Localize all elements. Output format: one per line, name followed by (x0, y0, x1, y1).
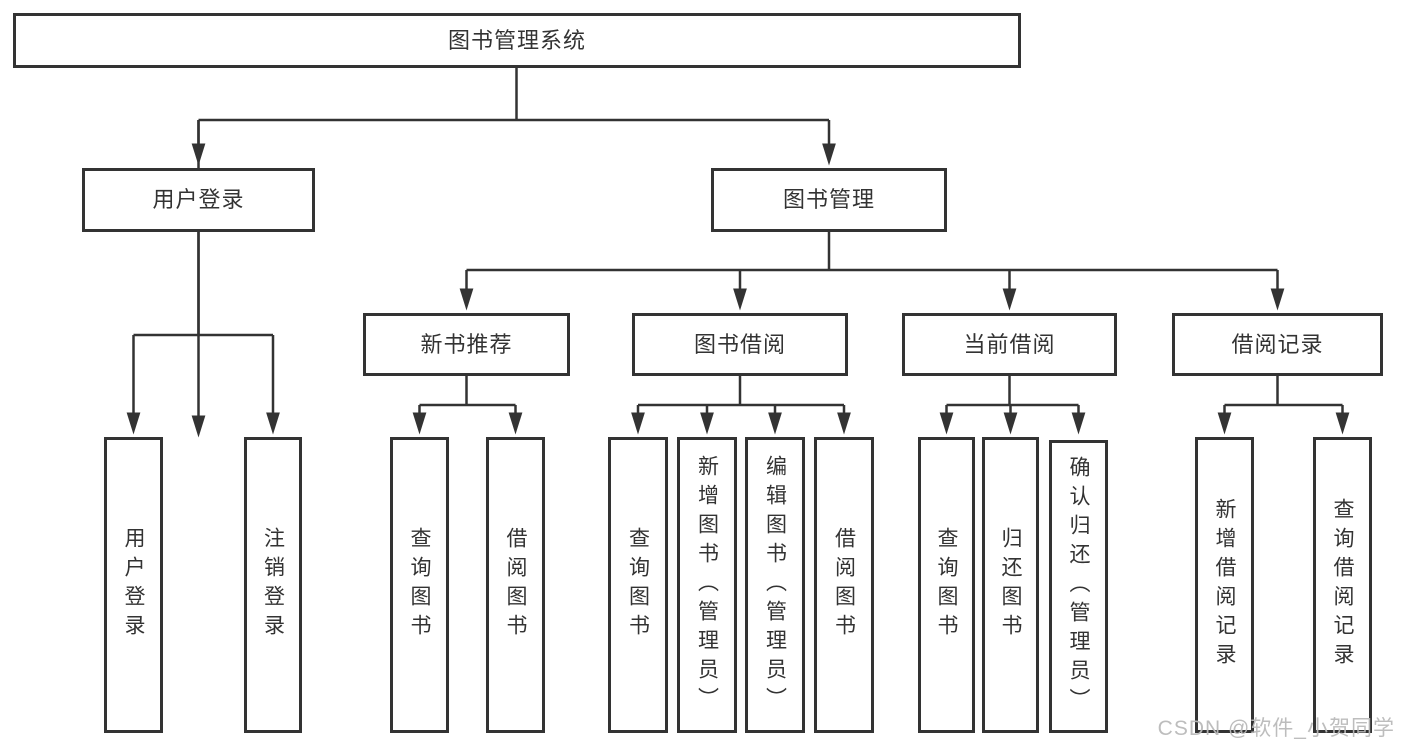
leaf-bb-borrow-books: 借阅图书 (814, 437, 874, 733)
node-book-borrow: 图书借阅 (632, 313, 848, 376)
leaf-cb-query-books: 查询图书 (918, 437, 975, 733)
node-root-system: 图书管理系统 (13, 13, 1021, 68)
leaf-br-query-record: 查询借阅记录 (1313, 437, 1372, 733)
leaf-logout: 注销登录 (244, 437, 302, 733)
leaf-bb-edit-books-admin: 编辑图书（管理员） (745, 437, 805, 733)
leaf-cb-return-books: 归还图书 (982, 437, 1039, 733)
node-user-login: 用户登录 (82, 168, 315, 232)
node-current-borrow: 当前借阅 (902, 313, 1117, 376)
csdn-watermark: CSDN @软件_小贺同学 (1157, 717, 1395, 740)
leaf-bb-add-books-admin: 新增图书（管理员） (677, 437, 737, 733)
leaf-cb-confirm-return-admin: 确认归还（管理员） (1049, 440, 1108, 733)
node-new-book-recommend: 新书推荐 (363, 313, 570, 376)
node-borrow-records: 借阅记录 (1172, 313, 1383, 376)
leaf-bb-query-books: 查询图书 (608, 437, 668, 733)
leaf-nb-borrow-books: 借阅图书 (486, 437, 545, 733)
leaf-br-add-record: 新增借阅记录 (1195, 437, 1254, 733)
leaf-user-login: 用户登录 (104, 437, 163, 733)
leaf-nb-query-books: 查询图书 (390, 437, 449, 733)
node-book-management: 图书管理 (711, 168, 947, 232)
